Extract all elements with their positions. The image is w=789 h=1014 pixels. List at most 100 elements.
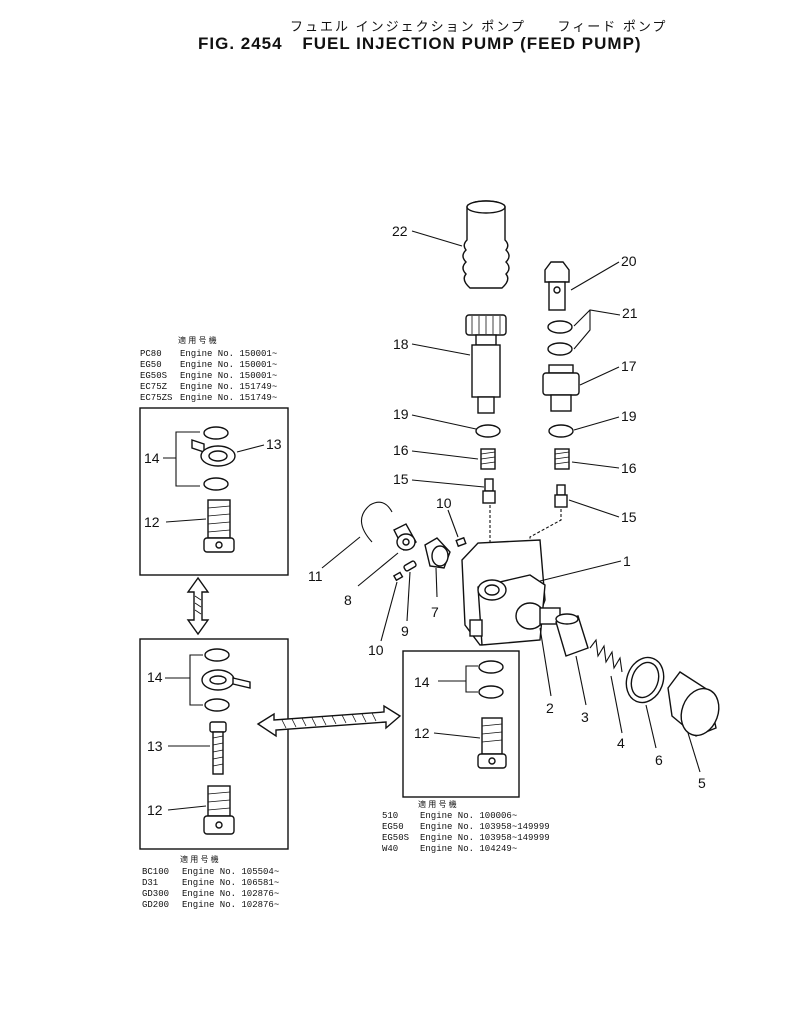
- box-a-model-5: EC75ZS: [140, 393, 172, 403]
- part-8-roller: [393, 523, 417, 552]
- part-19-ring-left: [475, 424, 501, 438]
- box-b-part-12-bolt: [203, 785, 235, 835]
- box-b-callout-13: 13: [147, 738, 163, 754]
- figure-title: FIG. 2454 FUEL INJECTION PUMP (FEED PUMP…: [198, 34, 656, 54]
- box-b-gasket-lower: [204, 698, 230, 712]
- box-b-callout-12: 12: [147, 802, 163, 818]
- callout-1: 1: [623, 553, 631, 569]
- part-7-tappet: [424, 537, 451, 569]
- leader-16-right: [571, 461, 620, 469]
- callout-8: 8: [344, 592, 352, 608]
- leader-10-upper: [447, 509, 459, 538]
- box-b-model-1: BC100: [142, 867, 169, 877]
- box-a-model-2: EG50: [140, 360, 162, 370]
- box-a-part-12-bolt: [203, 499, 235, 553]
- box-b-model-4: GD200: [142, 900, 169, 910]
- callout-21: 21: [622, 305, 638, 321]
- leader-19-right: [573, 416, 620, 431]
- callout-2: 2: [546, 700, 554, 716]
- box-c-applicability-table: 510 Engine No. 100006~ EG50 Engine No. 1…: [382, 811, 550, 854]
- vertical-double-arrow: [186, 576, 210, 636]
- box-c-leader-12: [433, 732, 481, 739]
- leader-21: [573, 309, 621, 350]
- leader-1: [539, 560, 622, 582]
- part-20-banjo-bolt: [544, 261, 570, 311]
- part-18-plunger: [465, 314, 507, 414]
- box-a-frame: [139, 407, 289, 576]
- box-c-callout-14: 14: [414, 674, 430, 690]
- callout-3: 3: [581, 709, 589, 725]
- horizontal-double-arrow: [256, 704, 402, 738]
- callout-11: 11: [308, 568, 323, 584]
- part-1-pump-body: [461, 539, 561, 646]
- box-b-leader-12: [167, 805, 207, 811]
- box-c-engine-4: Engine No. 104249~: [420, 844, 517, 854]
- box-c-bracket-14: [438, 665, 478, 693]
- box-a-callout-13: 13: [266, 436, 282, 452]
- japanese-title-part-2: フィード ポンプ: [557, 19, 668, 34]
- leader-2: [539, 627, 552, 697]
- box-a-leader-12: [165, 518, 207, 523]
- box-a-gasket-lower: [203, 477, 229, 491]
- callout-4: 4: [617, 735, 625, 751]
- part-10-pin-lower: [392, 571, 404, 582]
- callout-20: 20: [621, 253, 637, 269]
- callout-19-left: 19: [393, 406, 409, 422]
- box-c-model-3: EG50S: [382, 833, 409, 843]
- leader-15-left: [411, 479, 485, 488]
- part-17-connector: [542, 364, 580, 412]
- box-c-model-1: 510: [382, 811, 398, 821]
- box-b-banjo: [201, 669, 251, 691]
- box-c-model-2: EG50: [382, 822, 404, 832]
- box-b-heading: 適 用 号 機: [180, 854, 219, 864]
- part-5-cap: [667, 671, 720, 737]
- part-11-snap-ring: [360, 501, 393, 543]
- callout-16-right: 16: [621, 460, 637, 476]
- callout-10-upper: 10: [436, 495, 452, 511]
- japanese-title: フュエル インジェクション ポンプ フィード ポンプ: [290, 16, 693, 35]
- box-c-engine-2: Engine No. 103958~149999: [420, 822, 550, 832]
- part-4-spring: [589, 638, 623, 673]
- box-a-gasket-upper: [203, 426, 229, 440]
- leader-3: [575, 655, 587, 706]
- box-a-engine-1: Engine No. 150001~: [180, 349, 277, 359]
- box-c-heading: 適 用 号 機: [418, 799, 457, 809]
- leader-17: [579, 366, 620, 386]
- box-a-part-13-banjo: [191, 439, 236, 467]
- box-a-model-4: EC75Z: [140, 382, 168, 392]
- part-15-bolt-left: [482, 478, 496, 504]
- box-a-heading: 適 用 号 機: [178, 335, 217, 345]
- callout-22: 22: [392, 223, 408, 239]
- callout-9: 9: [401, 623, 409, 639]
- box-a-engine-3: Engine No. 150001~: [180, 371, 277, 381]
- part-10-pin-upper: [455, 536, 467, 548]
- leader-8: [357, 552, 399, 587]
- box-a-model-1: PC80: [140, 349, 162, 359]
- box-b-engine-4: Engine No. 102876~: [182, 900, 279, 910]
- box-c-gasket-upper: [478, 660, 504, 674]
- box-b-gasket-upper: [204, 648, 230, 662]
- box-c-engine-3: Engine No. 103958~149999: [420, 833, 550, 843]
- box-b-engine-1: Engine No. 105504~: [182, 867, 279, 877]
- callout-16-left: 16: [393, 442, 409, 458]
- box-b-applicability-table: BC100 Engine No. 105504~ D31 Engine No. …: [142, 867, 279, 910]
- part-21-gasket-lower: [547, 342, 573, 356]
- leader-16-left: [411, 450, 479, 460]
- part-16-spring-right: [554, 448, 570, 470]
- box-c-frame: [402, 650, 520, 798]
- callout-18: 18: [393, 336, 409, 352]
- box-c-gasket-lower: [478, 685, 504, 699]
- box-c-engine-1: Engine No. 100006~: [420, 811, 517, 821]
- part-6-o-ring: [625, 656, 665, 704]
- box-b-part-13-bolt: [209, 721, 227, 775]
- leader-20: [570, 261, 620, 291]
- part-22-rubber-boot: [462, 200, 510, 289]
- callout-10-lower: 10: [368, 642, 384, 658]
- box-b-frame: [139, 638, 289, 850]
- callout-5: 5: [698, 775, 706, 791]
- leader-10-lower: [380, 581, 398, 642]
- leader-5: [687, 732, 701, 773]
- callout-6: 6: [655, 752, 663, 768]
- part-3-sleeve: [555, 613, 589, 657]
- box-a-engine-2: Engine No. 150001~: [180, 360, 277, 370]
